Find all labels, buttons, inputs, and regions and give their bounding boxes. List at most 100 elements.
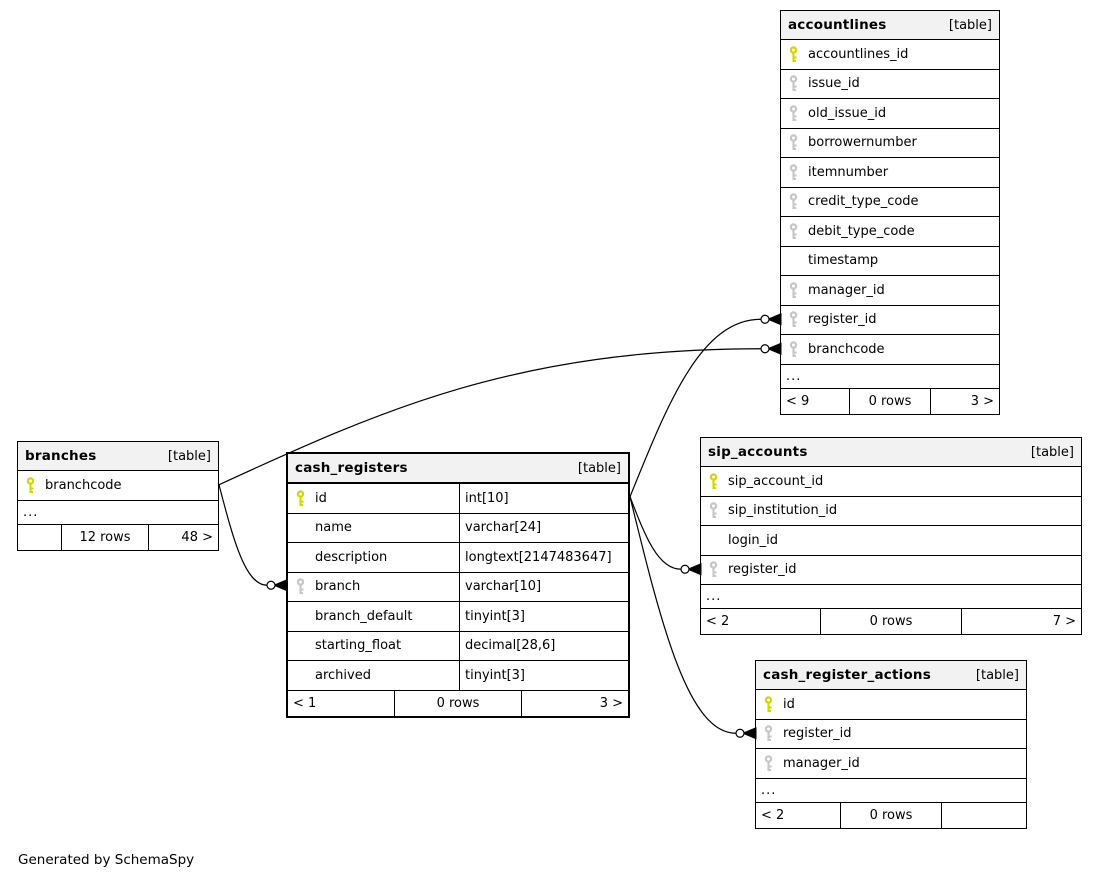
column-type: tinyint[3] bbox=[465, 667, 526, 683]
table-row: itemnumber bbox=[781, 158, 999, 188]
related-children-count bbox=[942, 803, 1026, 828]
column-cell: old_issue_id bbox=[781, 99, 999, 128]
table-row: manager_id bbox=[756, 749, 1026, 779]
column-cell: starting_float bbox=[288, 631, 460, 660]
foreign-key-icon bbox=[787, 164, 800, 181]
foreign-key-icon bbox=[787, 282, 800, 299]
column-cell: issue_id bbox=[781, 70, 999, 99]
table-row: debit_type_code bbox=[781, 217, 999, 247]
row-count: 0 rows bbox=[841, 802, 942, 828]
table-kind-tag: [table] bbox=[975, 667, 1019, 683]
no-key-spacer bbox=[294, 549, 307, 566]
column-cell: archived bbox=[288, 661, 460, 690]
column-cell: branch_default bbox=[288, 602, 460, 631]
row-count: 0 rows bbox=[395, 690, 522, 716]
table-row: branchcode bbox=[781, 335, 999, 365]
column-name: archived bbox=[315, 667, 371, 683]
primary-key-icon bbox=[762, 696, 775, 713]
column-name: borrowernumber bbox=[808, 135, 917, 151]
foreign-key-icon bbox=[787, 134, 800, 151]
no-key-spacer bbox=[294, 519, 307, 536]
table-row: accountlines_id bbox=[781, 40, 999, 70]
related-children-count: 3 > bbox=[970, 393, 994, 409]
table-row: id bbox=[756, 690, 1026, 720]
column-name: register_id bbox=[783, 726, 852, 742]
more-columns-ellipsis: ... bbox=[18, 500, 218, 525]
column-name: issue_id bbox=[808, 76, 860, 92]
primary-key-icon bbox=[24, 477, 37, 494]
column-cell: branchcode bbox=[18, 471, 218, 500]
related-children-count: 7 > bbox=[1052, 614, 1076, 629]
table-row: name varchar[24] bbox=[288, 513, 628, 543]
column-cell: branch bbox=[288, 572, 460, 601]
table-name: cash_register_actions bbox=[763, 667, 931, 683]
column-cell: register_id bbox=[701, 556, 1081, 585]
table-row: credit_type_code bbox=[781, 187, 999, 217]
column-name: old_issue_id bbox=[808, 105, 887, 121]
row-count: 0 rows bbox=[850, 388, 931, 414]
table-header[interactable]: accountlines[table] bbox=[781, 11, 999, 40]
foreign-key-icon bbox=[707, 561, 720, 578]
column-cell: id bbox=[756, 690, 1026, 719]
table-header[interactable]: sip_accounts [table] bbox=[701, 438, 1081, 467]
table-row: register_id bbox=[701, 555, 1081, 585]
table-kind-tag: [table] bbox=[1030, 444, 1074, 460]
column-name: id bbox=[315, 490, 327, 506]
table-row: starting_float decimal[28,6] bbox=[288, 631, 628, 661]
table-row: sip_institution_id bbox=[701, 496, 1081, 526]
table-kind-tag: [table] bbox=[577, 460, 621, 476]
column-type: varchar[10] bbox=[465, 579, 542, 595]
column-cell: id bbox=[288, 484, 460, 513]
foreign-key-icon bbox=[787, 75, 800, 92]
column-cell: login_id bbox=[701, 526, 1081, 555]
column-name: manager_id bbox=[783, 755, 860, 771]
primary-key-icon bbox=[294, 490, 307, 507]
table-row: manager_id bbox=[781, 276, 999, 306]
related-parents-count: < 9 bbox=[781, 388, 851, 414]
related-parents-count bbox=[18, 524, 62, 550]
column-cell: manager_id bbox=[781, 276, 999, 305]
column-cell: sip_institution_id bbox=[701, 497, 1081, 526]
table-header[interactable]: branches[table] bbox=[18, 442, 218, 471]
table-name: sip_accounts bbox=[708, 444, 808, 460]
column-name: branchcode bbox=[45, 477, 122, 493]
column-cell: name bbox=[288, 513, 460, 542]
related-children-count: 3 > bbox=[599, 695, 623, 711]
column-cell: description bbox=[288, 543, 460, 572]
table-name: accountlines bbox=[788, 17, 887, 33]
column-name: credit_type_code bbox=[808, 194, 919, 210]
column-type: varchar[24] bbox=[465, 520, 542, 536]
foreign-key-icon bbox=[787, 105, 800, 122]
table-cash_register_actions[interactable]: cash_register_actions [table] id register_i… bbox=[755, 660, 1027, 829]
foreign-key-icon bbox=[762, 755, 775, 772]
column-name: debit_type_code bbox=[808, 223, 915, 239]
related-parents-count: < 2 bbox=[756, 802, 842, 828]
table-branches[interactable]: branches[table] branchcode...12 rows 48 > bbox=[17, 441, 219, 551]
table-header[interactable]: cash_registers[table] bbox=[288, 454, 628, 484]
row-count: 12 rows bbox=[62, 524, 149, 550]
column-name: name bbox=[315, 520, 352, 536]
column-type: decimal[28,6] bbox=[465, 638, 556, 654]
column-name: branch bbox=[315, 579, 361, 595]
table-kind-tag: [table] bbox=[167, 448, 211, 464]
foreign-key-icon bbox=[762, 725, 775, 742]
column-cell: branchcode bbox=[781, 335, 999, 364]
generator-credit: Generated by SchemaSpy bbox=[18, 852, 195, 868]
no-key-spacer bbox=[294, 608, 307, 625]
no-key-spacer bbox=[787, 252, 800, 269]
related-children-count: 48 > bbox=[181, 529, 213, 545]
table-accountlines[interactable]: accountlines[table] accountlines_id issue_… bbox=[780, 10, 1000, 415]
column-cell: itemnumber bbox=[781, 158, 999, 187]
column-cell: credit_type_code bbox=[781, 188, 999, 217]
column-name: accountlines_id bbox=[808, 46, 909, 62]
table-footer: 12 rows 48 > bbox=[18, 524, 218, 550]
table-header[interactable]: cash_register_actions [table] bbox=[756, 661, 1026, 690]
no-key-spacer bbox=[294, 637, 307, 654]
table-row: login_id bbox=[701, 526, 1081, 556]
